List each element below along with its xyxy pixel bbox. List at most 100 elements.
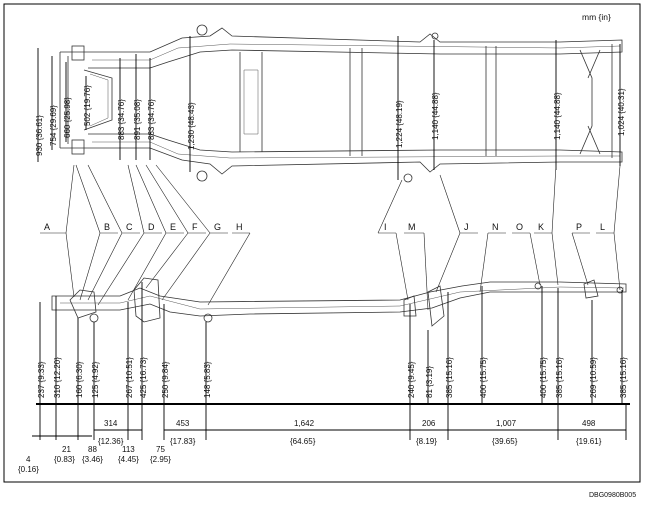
leader-j: [435, 174, 461, 293]
mount-side-3: [403, 295, 417, 317]
side-rail-centerline: [60, 286, 625, 310]
leader-n: [479, 232, 489, 293]
body-mount-1: [196, 24, 208, 36]
ref-l: L: [600, 222, 605, 232]
units-label: mm {in}: [582, 12, 611, 22]
small-75-in: {2.95}: [150, 455, 171, 464]
outer-border: [3, 3, 641, 483]
ref-a: A: [44, 222, 50, 232]
body-mount-2: [196, 170, 208, 182]
reference-letters: A B C D E F G H I M J N O K P L: [40, 222, 614, 234]
rear-mount-side: [616, 286, 624, 294]
crossmember-4: [485, 46, 497, 156]
len-1007-mm: 1,007: [496, 419, 517, 428]
dim-1140b: 1,140 {44.88}: [553, 92, 562, 140]
upper-side-rail: [60, 27, 623, 69]
top-dimension-labels: 930 {36.61} 754 {29.69} 660 {25.98} 502 …: [35, 85, 626, 156]
small-88-in: {3.46}: [82, 455, 103, 464]
h-310: 310 {12.20}: [53, 357, 62, 398]
ref-o: O: [516, 222, 523, 232]
front-bracket-side: [69, 289, 97, 319]
leader-d: [97, 164, 145, 306]
dim-502: 502 {19.76}: [83, 85, 92, 126]
frame-top-view: [59, 24, 623, 183]
h-240: 240 {9.45}: [407, 361, 416, 398]
dim-891: 891 {35.08}: [133, 99, 142, 140]
small-21-mm: 21: [62, 445, 71, 454]
rear-crossmember: [579, 49, 601, 155]
ref-d: D: [148, 222, 155, 232]
ref-h: H: [236, 222, 243, 232]
dim-883b: 883 {34.76}: [147, 99, 156, 140]
len-206-in: {8.19}: [416, 437, 437, 446]
ref-k: K: [538, 222, 544, 232]
h-237: 237 {9.33}: [37, 361, 46, 398]
leader-i: [377, 179, 409, 301]
h-400b: 400 {15.75}: [539, 357, 548, 398]
h-269: 269 {10.59}: [589, 357, 598, 398]
mount-side-1: [89, 313, 99, 323]
small-113-mm: 113: [122, 445, 135, 454]
h-250: 250 {9.84}: [161, 361, 170, 398]
len-314-mm: 314: [104, 419, 118, 428]
leader-b: [75, 164, 101, 301]
small-4-mm: 4: [26, 455, 31, 464]
height-dimension-labels: 237 {9.33} 310 {12.20} 160 {6.30} 125 {4…: [37, 357, 628, 398]
leader-c: [87, 164, 123, 301]
body-mount-4: [403, 173, 413, 183]
ref-m: M: [408, 222, 416, 232]
lower-side-rail: [60, 133, 623, 175]
top-dimension-arrows: [37, 36, 621, 180]
leader-m: [423, 232, 429, 311]
crossmember-2-plate: [243, 69, 259, 135]
small-dimension-labels: 4 {0.16} 21 {0.83} 88 {3.46} 113 {4.45} …: [18, 445, 171, 474]
leader-h: [207, 232, 251, 306]
dim-1140a: 1,140 {44.88}: [431, 92, 440, 140]
ref-p: P: [576, 222, 582, 232]
spring-hanger: [133, 277, 161, 323]
leader-o: [529, 232, 541, 286]
len-498-in: {19.61}: [576, 437, 602, 446]
h-385a: 385 {15.16}: [445, 357, 454, 398]
dim-883a: 883 {34.76}: [117, 99, 126, 140]
len-498-mm: 498: [582, 419, 596, 428]
small-88-mm: 88: [88, 445, 97, 454]
side-rail: [51, 281, 627, 317]
rear-hanger: [427, 285, 445, 327]
crossmember-3: [349, 48, 363, 156]
h-125: 125 {4.92}: [91, 361, 100, 398]
len-1642-in: {64.65}: [290, 437, 316, 446]
ref-j: J: [464, 222, 469, 232]
ref-e: E: [170, 222, 176, 232]
dim-754: 754 {29.69}: [49, 105, 58, 146]
ref-g: G: [214, 222, 221, 232]
front-crossmember: [83, 69, 113, 131]
small-113-in: {4.45}: [118, 455, 139, 464]
dim-1230: 1,230 {48.43}: [187, 102, 196, 150]
small-75-mm: 75: [156, 445, 165, 454]
ref-b: B: [104, 222, 110, 232]
ref-i: I: [384, 222, 387, 232]
len-314-in: {12.36}: [98, 437, 124, 446]
rear-bracket: [583, 279, 599, 299]
h-81: 81 {3.19}: [425, 366, 434, 398]
leader-lines: [65, 164, 621, 311]
h-385b: 385 {15.16}: [555, 357, 564, 398]
len-206-mm: 206: [422, 419, 436, 428]
front-crossmember-inner: [89, 73, 109, 127]
h-425: 425 {16.73}: [139, 357, 148, 398]
h-160: 160 {6.30}: [75, 361, 84, 398]
h-400a: 400 {15.75}: [479, 357, 488, 398]
small-21-in: {0.83}: [54, 455, 75, 464]
len-453-in: {17.83}: [170, 437, 196, 446]
leader-p: [571, 232, 589, 286]
leader-k: [551, 164, 559, 286]
front-bracket-upper: [71, 45, 85, 61]
dim-930: 930 {36.61}: [35, 115, 44, 156]
small-4-in: {0.16}: [18, 465, 39, 474]
h-148: 148 {5.83}: [203, 361, 212, 398]
h-385c: 385 {15.16}: [619, 357, 628, 398]
mount-side-2: [203, 313, 213, 323]
len-1642-mm: 1,642: [294, 419, 315, 428]
